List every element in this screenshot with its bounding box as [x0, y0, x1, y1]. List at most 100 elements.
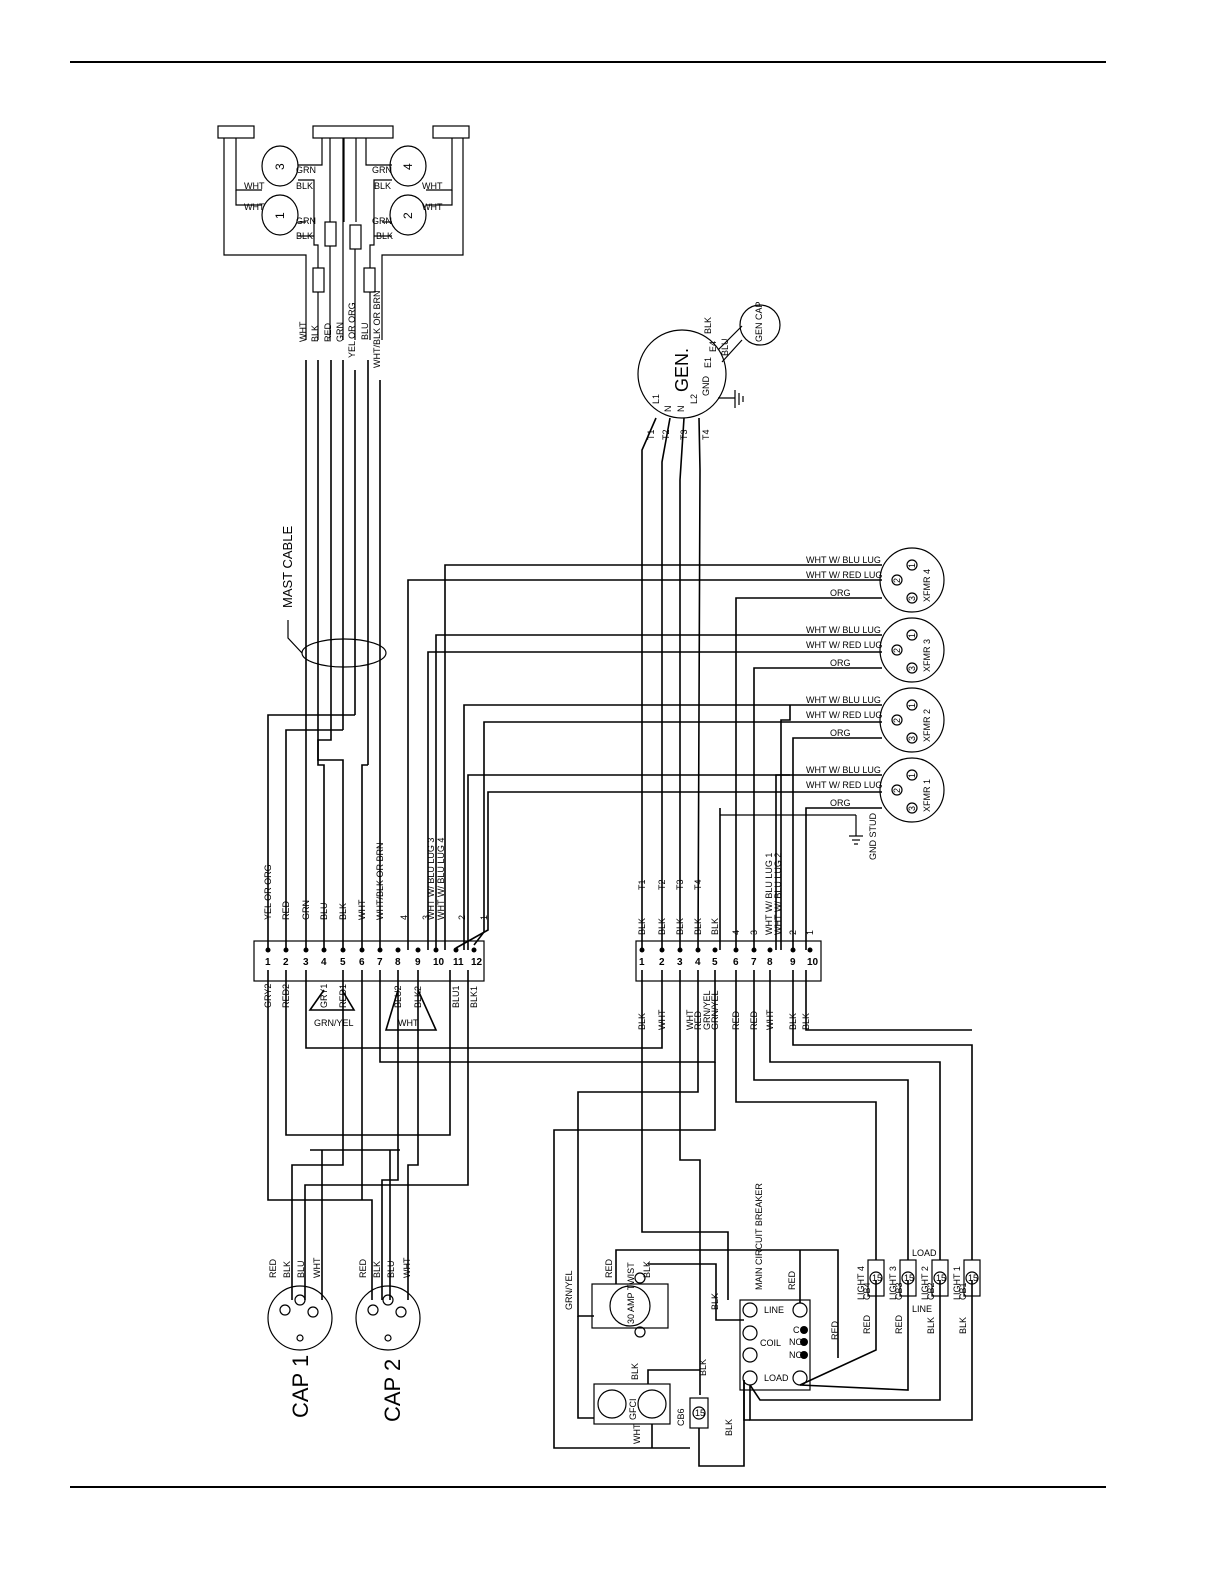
svg-text:BLK: BLK — [310, 325, 320, 342]
svg-text:BLK: BLK — [372, 1261, 382, 1278]
xfmr-terminal — [891, 784, 903, 796]
light-name: LIGHT 3 — [888, 1266, 898, 1300]
tb-left-post — [340, 947, 346, 953]
right-tb-lower-wiring — [553, 970, 973, 1449]
svg-text:WHT: WHT — [244, 202, 265, 212]
lamp-2-number: 2 — [401, 212, 415, 219]
svg-text:NC: NC — [789, 1350, 802, 1360]
tb-right-t-label: T3 — [675, 879, 685, 890]
tb-right-terminal: 4 — [695, 957, 701, 968]
xfmr-wire-label: WHT W/ BLU LUG — [806, 555, 881, 565]
tb-right-post — [751, 947, 757, 953]
tb-right-terminal: 7 — [751, 957, 757, 968]
svg-text:BLK: BLK — [710, 1293, 720, 1310]
light-wire-label: RED — [862, 1314, 872, 1334]
svg-text:BLK: BLK — [374, 181, 391, 191]
xfmr-terminal — [906, 802, 918, 814]
tb-right-bottom-label: WHT — [685, 1009, 695, 1030]
tb-left-terminal: 8 — [395, 957, 401, 968]
tb-right-terminal: 9 — [790, 957, 796, 968]
light-breaker-body — [867, 1259, 885, 1297]
tb-left-lug-label: WHT W/ BLU LUG 3 — [426, 838, 436, 920]
tb-left-terminal: 4 — [321, 957, 327, 968]
tb-left-top-label: 2 — [457, 915, 467, 920]
xfmr-wire-label: WHT W/ RED LUG — [806, 570, 882, 580]
svg-text:WHT: WHT — [402, 1257, 412, 1278]
left-tb-lower-wiring: GRN/YEL WHT — [267, 970, 716, 1300]
breaker-amp: 15 — [904, 1273, 914, 1283]
svg-text:COIL: COIL — [760, 1338, 781, 1348]
tb-right-top-label: BLK — [675, 918, 685, 935]
svg-text:RED: RED — [358, 1258, 368, 1278]
xfmr-wire-label: ORG — [830, 588, 851, 598]
tb-left-top-label: BLU — [319, 902, 329, 920]
tb-right-bottom-label: GRN/YEL — [702, 990, 712, 1030]
tb-left-lug-label: WHT W/ BLU LUG 4 — [436, 838, 446, 920]
tb-left-post — [283, 947, 289, 953]
svg-text:GRN: GRN — [372, 216, 392, 226]
tb-left-post — [359, 947, 365, 953]
tb-left-terminal: 10 — [433, 957, 445, 968]
tb-right-post — [807, 947, 813, 953]
svg-text:RED: RED — [268, 1258, 278, 1278]
svg-text:WHT/BLK OR BRN: WHT/BLK OR BRN — [372, 290, 382, 368]
breaker-knob-icon — [869, 1271, 883, 1285]
light-wire-label: RED — [894, 1314, 904, 1334]
tb-left-top-label: 3 — [421, 915, 431, 920]
svg-text:BLK: BLK — [703, 317, 713, 334]
tb-left-terminal: 9 — [415, 957, 421, 968]
mast-wire-labels: WHT BLK RED GRN YEL OR ORG BLU WHT/BLK O… — [298, 290, 382, 368]
svg-text:CB6: CB6 — [676, 1408, 686, 1426]
gen-cap-label: GEN CAP — [754, 301, 764, 342]
xfmr-circle — [879, 547, 945, 613]
xfmr-circle — [879, 617, 945, 683]
tb-right-post — [790, 947, 796, 953]
svg-text:N: N — [663, 406, 673, 413]
svg-text:RED: RED — [787, 1270, 797, 1290]
xfmr-terminal-number: 3 — [907, 736, 917, 741]
svg-text:BLK: BLK — [630, 1363, 640, 1380]
xfmr-terminal-number: 2 — [892, 648, 902, 653]
svg-text:RED: RED — [604, 1258, 614, 1278]
svg-text:BLU: BLU — [386, 1260, 396, 1278]
xfmr-terminal-number: 2 — [892, 718, 902, 723]
breaker-id: CB2 — [926, 1282, 936, 1300]
cap-2: CAP 2 RED BLK BLU WHT — [355, 1257, 421, 1422]
xfmr-wires-right: GND STUD — [719, 597, 882, 950]
svg-text:WHT: WHT — [632, 1423, 642, 1444]
tb-right-top-label: 4 — [731, 930, 741, 935]
xfmr-wire-label: WHT W/ RED LUG — [806, 640, 882, 650]
tb-left-top-label: WHT — [357, 899, 367, 920]
xfmr-circle — [879, 687, 945, 753]
svg-text:BLU: BLU — [360, 322, 370, 340]
svg-text:BLK: BLK — [296, 181, 313, 191]
main-circuit-breaker: MAIN CIRCUIT BREAKER LINE COIL C NO NC L… — [698, 1183, 973, 1436]
mast-cable-label: MAST CABLE — [280, 526, 295, 608]
svg-text:GRN: GRN — [372, 165, 392, 175]
tb-left-terminal: 3 — [303, 957, 309, 968]
svg-text:T4: T4 — [701, 429, 711, 440]
breaker-id: CB3 — [894, 1282, 904, 1300]
breaker-amp: 15 — [968, 1273, 978, 1283]
twist-lock-receptacle: 30 AMP TWIST GRN/YEL RED BLK — [564, 1249, 839, 1358]
svg-text:GRN/YEL: GRN/YEL — [314, 1018, 354, 1028]
generator: GEN. L1 N N L2 GND E1 E4 BLK BLU GEN CAP… — [637, 301, 781, 951]
svg-text:WHT: WHT — [422, 181, 443, 191]
svg-text:WHT: WHT — [398, 1018, 419, 1028]
tb-left-post — [453, 947, 459, 953]
light-wire-label: BLK — [958, 1317, 968, 1334]
svg-text:T1: T1 — [646, 429, 656, 440]
mast-cable-wires: MAST CABLE — [280, 360, 387, 810]
tb-left-top-label: YEL OR ORG — [263, 864, 273, 920]
mast-to-tb-left — [267, 714, 381, 950]
tb-right-t-label: T4 — [693, 879, 703, 890]
light-breaker-body — [899, 1259, 917, 1297]
tb-right-top-label: BLK — [637, 918, 647, 935]
tb-left-terminal: 5 — [340, 957, 346, 968]
svg-text:GRN: GRN — [335, 322, 345, 342]
xfmr-terminal — [906, 732, 918, 744]
xfmr-name: XFMR 4 — [922, 569, 932, 602]
